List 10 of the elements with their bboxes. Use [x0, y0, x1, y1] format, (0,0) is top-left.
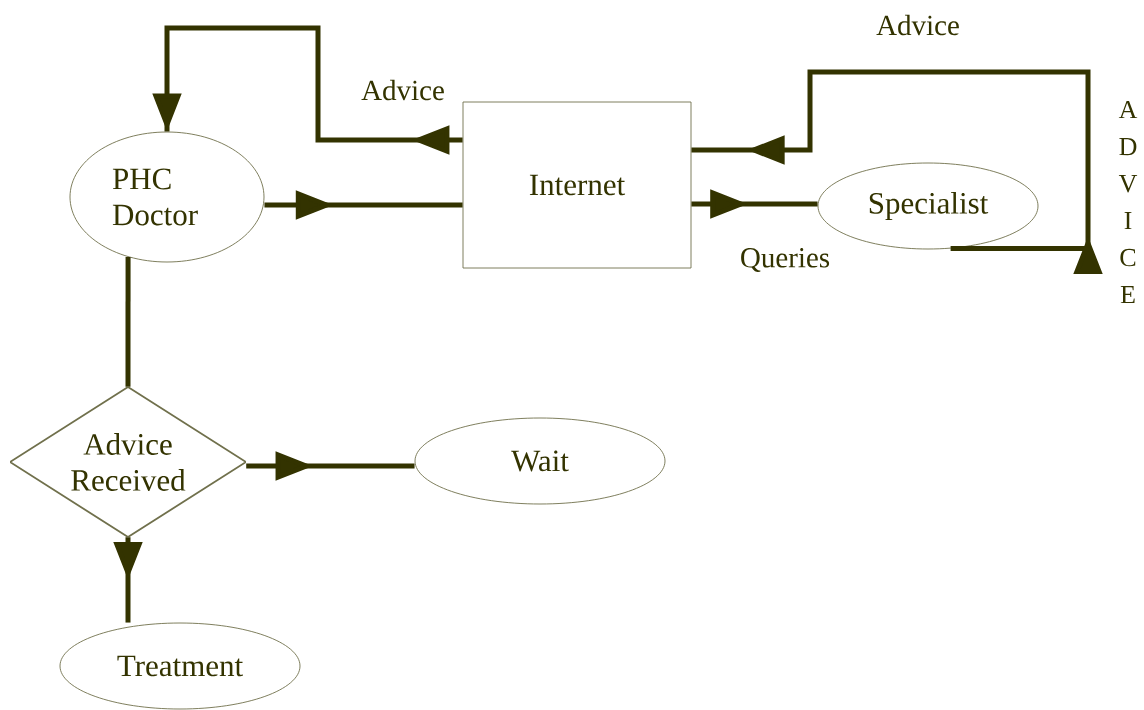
vertical-label: ADVICE: [1118, 100, 1138, 304]
ellipse-node: Treatment: [59, 622, 301, 710]
ellipse-node: Wait: [414, 417, 666, 505]
edge-label: Advice: [360, 78, 446, 102]
process-box: Internet: [462, 101, 692, 269]
ellipse-node: Specialist: [817, 162, 1039, 250]
edge-label: Advice: [875, 13, 961, 37]
ellipse-node: PHC Doctor: [69, 131, 265, 263]
edge-label: Queries: [738, 247, 832, 273]
connector-line: [125, 257, 131, 387]
